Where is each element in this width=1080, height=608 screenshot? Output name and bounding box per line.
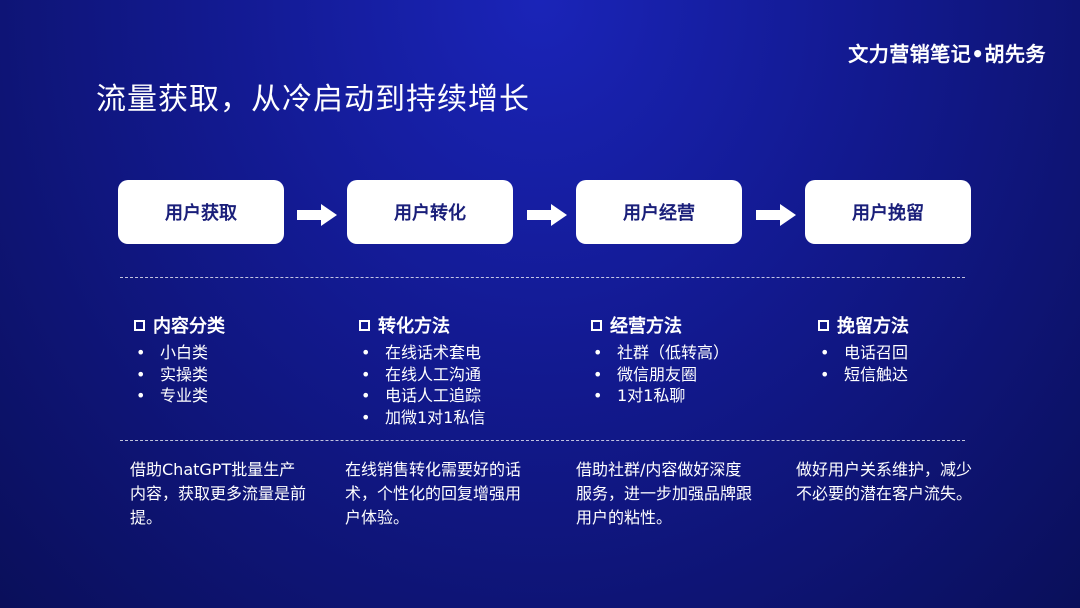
method-heading: 转化方法 [359, 312, 485, 338]
list-item-label: 微信朋友圈 [617, 364, 698, 384]
description-conversion: 在线销售转化需要好的话术，个性化的回复增强用户体验。 [345, 460, 522, 527]
bullet-icon: • [136, 386, 146, 405]
bullet-icon: • [593, 386, 603, 405]
bullet-icon: • [136, 343, 146, 362]
list-item: • 实操类 [134, 364, 225, 386]
checkbox-square-icon [134, 319, 145, 331]
page-title: 流量获取，从冷启动到持续增长 [96, 82, 530, 117]
method-heading-label: 转化方法 [378, 316, 450, 337]
list-item-label: 社群（低转高） [617, 343, 730, 362]
list-item: • 社群（低转高） [591, 342, 729, 364]
checkbox-square-icon [359, 319, 370, 331]
stage-box-acquisition: 用户获取 [118, 180, 284, 244]
list-item-label: 在线话术套电 [385, 343, 482, 362]
method-list: • 在线话术套电 • 在线人工沟通 • 电话人工追踪 • 加微1对1私信 [359, 342, 485, 428]
method-heading: 内容分类 [134, 312, 225, 338]
method-list: • 电话召回 • 短信触达 [818, 342, 909, 385]
stage-box-retention: 用户挽留 [805, 180, 971, 244]
checkbox-square-icon [591, 319, 602, 331]
bullet-icon: • [361, 364, 371, 384]
bullet-icon: • [136, 364, 146, 384]
list-item-label: 专业类 [160, 386, 209, 405]
bullet-icon: • [361, 343, 371, 362]
brand-label: 文力营销笔记•胡先务 [848, 42, 1046, 66]
checkbox-square-icon [818, 319, 829, 331]
list-item: • 在线人工沟通 [359, 364, 485, 386]
method-heading-label: 挽留方法 [837, 316, 909, 337]
bullet-icon: • [361, 407, 371, 427]
list-item-label: 实操类 [160, 364, 209, 384]
list-item: • 1对1私聊 [591, 385, 729, 407]
method-heading-label: 经营方法 [610, 316, 682, 337]
bullet-icon: • [593, 343, 603, 362]
list-item-label: 1对1私聊 [617, 386, 686, 405]
method-column-retention: 挽留方法 • 电话召回 • 短信触达 [818, 312, 909, 385]
arrow-right-icon [756, 204, 796, 226]
arrow-right-icon [297, 204, 337, 226]
list-item-label: 短信触达 [844, 364, 909, 384]
stage-box-operation: 用户经营 [576, 180, 742, 244]
list-item: • 专业类 [134, 385, 225, 407]
description-acquisition: 借助ChatGPT批量生产内容，获取更多流量是前提。 [130, 460, 307, 527]
divider-top [120, 277, 965, 278]
list-item: • 小白类 [134, 342, 225, 364]
method-heading: 经营方法 [591, 312, 729, 338]
method-list: • 社群（低转高） • 微信朋友圈 • 1对1私聊 [591, 342, 729, 407]
list-item: • 短信触达 [818, 364, 909, 386]
bullet-icon: • [820, 343, 830, 362]
list-item-label: 小白类 [160, 343, 209, 362]
list-item: • 电话人工追踪 [359, 385, 485, 407]
description-retention: 做好用户关系维护，减少不必要的潜在客户流失。 [796, 460, 973, 503]
list-item-label: 加微1对1私信 [385, 407, 486, 427]
divider-bottom [120, 440, 965, 441]
bullet-icon: • [593, 364, 603, 384]
list-item-label: 电话召回 [844, 343, 909, 362]
list-item-label: 电话人工追踪 [385, 386, 482, 405]
method-heading-label: 内容分类 [153, 316, 225, 337]
bullet-icon: • [361, 386, 371, 405]
stage-box-conversion: 用户转化 [347, 180, 513, 244]
method-column-content: 内容分类 • 小白类 • 实操类 • 专业类 [134, 312, 225, 407]
arrow-right-icon [527, 204, 567, 226]
list-item: • 电话召回 [818, 342, 909, 364]
list-item: • 在线话术套电 [359, 342, 485, 364]
list-item: • 加微1对1私信 [359, 407, 485, 429]
list-item: • 微信朋友圈 [591, 364, 729, 386]
method-heading: 挽留方法 [818, 312, 909, 338]
method-list: • 小白类 • 实操类 • 专业类 [134, 342, 225, 407]
method-column-conversion: 转化方法 • 在线话术套电 • 在线人工沟通 • 电话人工追踪 • 加微1对1私信 [359, 312, 485, 428]
description-operation: 借助社群/内容做好深度服务，进一步加强品牌跟用户的粘性。 [576, 460, 753, 527]
list-item-label: 在线人工沟通 [385, 364, 482, 384]
bullet-icon: • [820, 364, 830, 384]
method-column-operation: 经营方法 • 社群（低转高） • 微信朋友圈 • 1对1私聊 [591, 312, 729, 407]
